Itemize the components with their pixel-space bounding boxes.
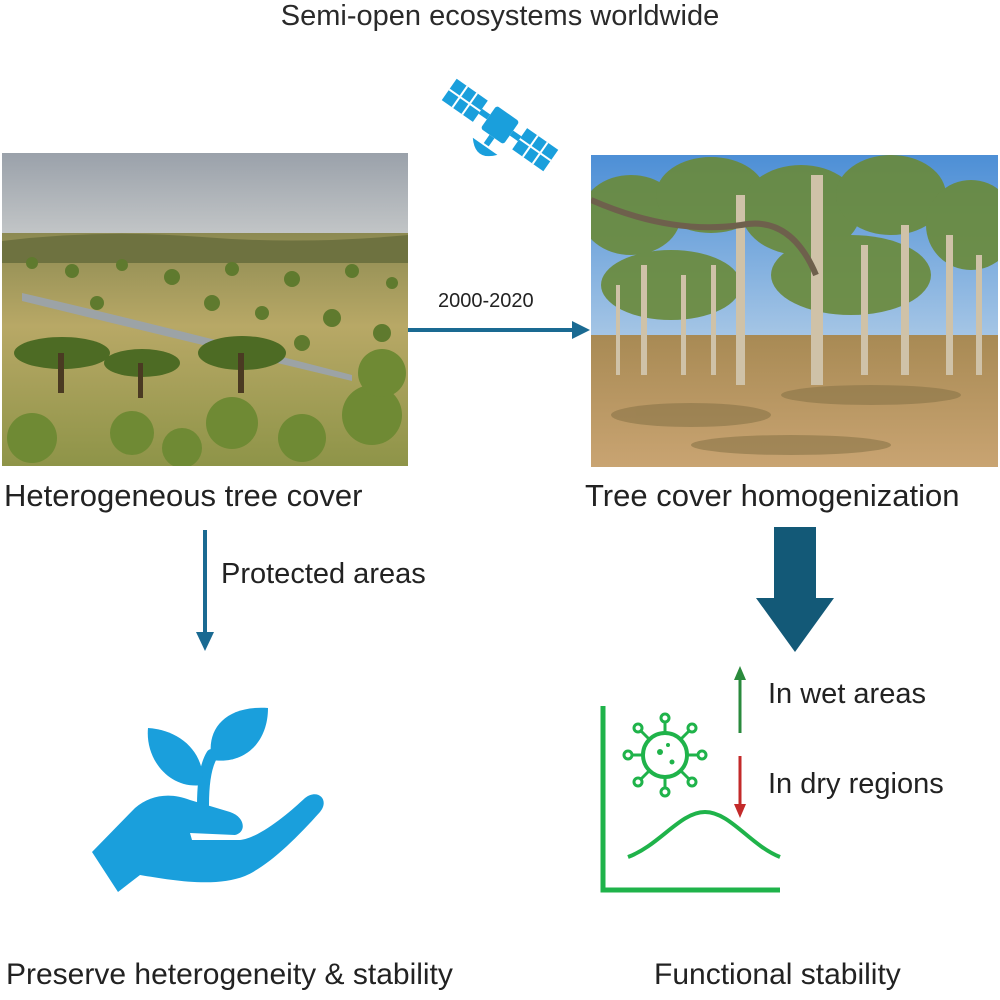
left-caption: Heterogeneous tree cover — [4, 478, 363, 513]
curve-chart-icon — [600, 706, 781, 893]
diagram-title: Semi-open ecosystems worldwide — [280, 0, 720, 32]
big-down-arrow — [756, 527, 834, 652]
protected-areas-arrow — [196, 530, 214, 651]
virus-icon — [622, 712, 708, 798]
increase-arrow-icon — [734, 666, 746, 733]
decrease-arrow-icon — [734, 756, 746, 818]
period-arrow — [408, 321, 590, 339]
woodland-photo — [591, 155, 998, 467]
right-caption: Tree cover homogenization — [585, 478, 960, 513]
preserve-caption: Preserve heterogeneity & stability — [6, 958, 453, 991]
stability-caption: Functional stability — [654, 958, 901, 991]
protected-areas-label: Protected areas — [221, 558, 426, 590]
hand-plant-icon — [92, 707, 324, 892]
satellite-icon — [441, 78, 559, 172]
wet-areas-label: In wet areas — [768, 678, 926, 710]
savanna-photo — [2, 153, 408, 466]
period-label: 2000-2020 — [438, 290, 534, 312]
dry-regions-label: In dry regions — [768, 768, 944, 800]
